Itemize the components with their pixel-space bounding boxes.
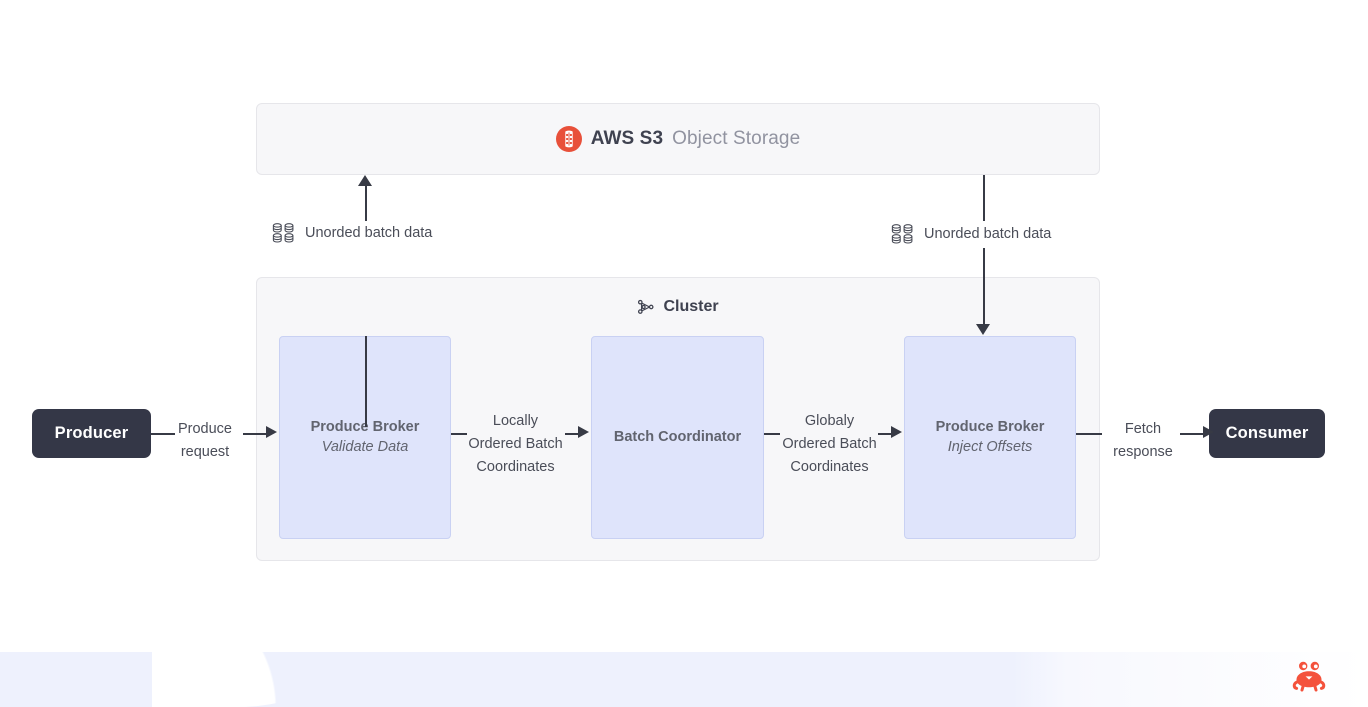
aws-s3-brand: AWS S3	[590, 128, 664, 149]
aws-s3-icon	[555, 126, 582, 152]
arrowhead-s3-to-broker2	[976, 324, 990, 335]
edge-label-globaly-ordered: Globaly Ordered Batch Coordinates	[782, 413, 877, 476]
edge-label-unordered-left: Unorded batch data	[272, 222, 432, 244]
edge-label-unordered-right: Unorded batch data	[891, 223, 1051, 245]
arrowhead-broker1-to-coordinator	[578, 426, 589, 438]
node-consumer-label: Consumer	[1225, 424, 1309, 442]
crab-logo	[1290, 658, 1328, 694]
edge-broker2-out	[1076, 433, 1102, 435]
edge-broker1-to-s3-lower	[365, 336, 367, 427]
database-grid-icon	[272, 222, 297, 244]
node-title: Produce Broker	[935, 418, 1045, 435]
node-producer-label: Producer	[54, 424, 129, 442]
node-producer[interactable]: Producer	[32, 409, 151, 458]
edge-label-unordered-left-text: Unorded batch data	[305, 225, 433, 241]
cluster-title: Cluster	[257, 298, 1099, 316]
arrowhead-broker2-to-consumer	[1203, 426, 1214, 438]
edge-broker1-to-s3-upper	[365, 186, 367, 221]
bottom-band-notch-curve	[152, 652, 342, 707]
arrowhead-broker1-to-s3	[358, 175, 372, 186]
node-subtitle: Validate Data	[321, 438, 409, 455]
aws-s3-title: AWS S3 Object Storage	[257, 104, 1099, 174]
edge-coordinator-out	[764, 433, 780, 435]
edge-label-fetch-response: Fetch response	[1113, 421, 1173, 461]
edge-producer-out	[151, 433, 175, 435]
node-subtitle: Inject Offsets	[947, 438, 1033, 455]
edge-s3-to-broker2-lower	[983, 248, 985, 325]
aws-s3-group: AWS S3 Object Storage	[256, 103, 1100, 175]
edge-broker1-in	[565, 433, 580, 435]
edge-consumer-in	[1180, 433, 1205, 435]
aws-s3-label: Object Storage	[672, 128, 801, 149]
node-title: Batch Coordinator	[613, 428, 742, 445]
cluster-nodes-icon	[637, 298, 655, 316]
database-grid-icon	[891, 223, 916, 245]
cluster-title-label: Cluster	[663, 298, 719, 315]
node-consumer[interactable]: Consumer	[1209, 409, 1325, 458]
node-batch-coordinator[interactable]: Batch Coordinator	[591, 336, 764, 539]
edge-label-unordered-right-text: Unorded batch data	[924, 226, 1052, 242]
edge-producer-in	[243, 433, 268, 435]
edge-s3-to-broker2-upper	[983, 175, 985, 221]
edge-label-locally-ordered: Locally Ordered Batch Coordinates	[468, 413, 563, 476]
node-produce-broker-inject[interactable]: Produce Broker Inject Offsets	[904, 336, 1076, 539]
edge-coordinator-in	[878, 433, 893, 435]
arrowhead-coordinator-to-broker2	[891, 426, 902, 438]
arrowhead-producer-to-broker	[266, 426, 277, 438]
edge-broker1-out	[451, 433, 467, 435]
edge-label-produce-request: Produce request	[177, 421, 232, 461]
node-title: Produce Broker	[310, 418, 420, 435]
